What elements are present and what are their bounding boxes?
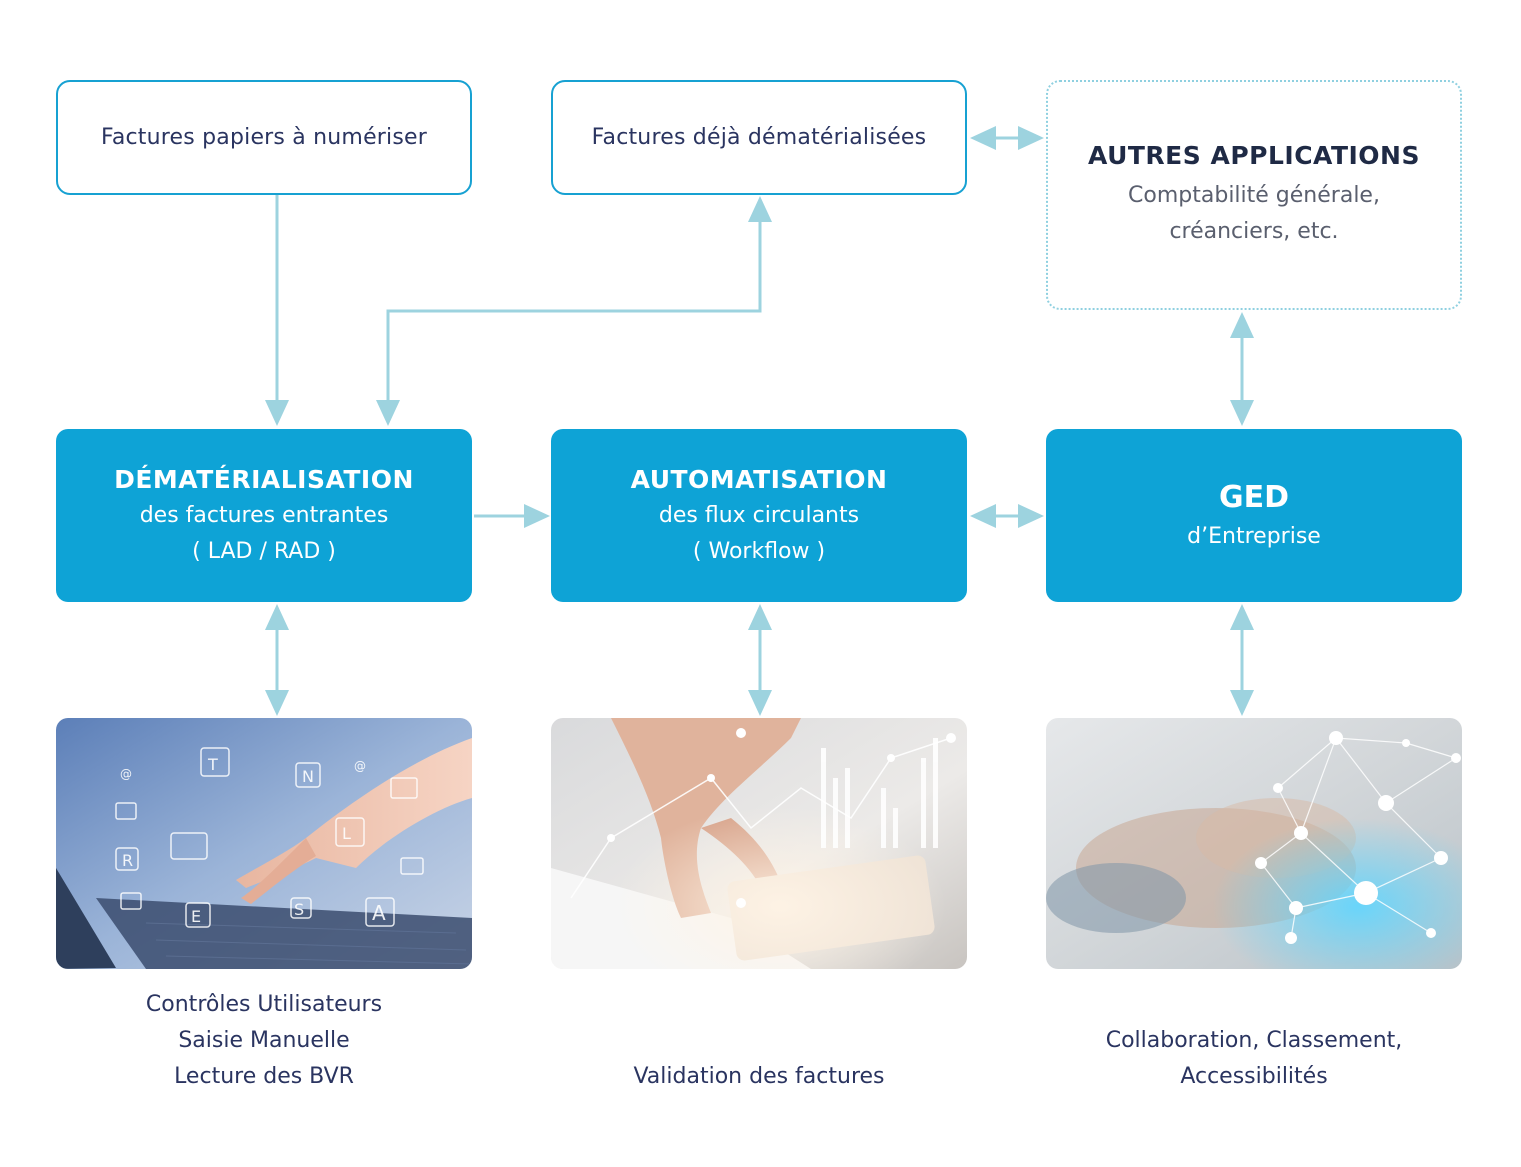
caption-middle-line1: Validation des factures [633,1064,885,1089]
arrow-demat-to-digital [386,222,762,402]
svg-text:A: A [372,901,386,925]
caption-right-line1: Collaboration, Classement, [1105,1028,1403,1053]
ged-box: GED d’Entreprise [1046,429,1462,602]
ged-line1: d’Entreprise [1187,523,1321,549]
caption-middle: Validation des factures [551,987,967,1095]
svg-text:E: E [191,907,201,926]
digital-invoices-box: Factures déjà dématérialisées [551,80,967,195]
ged-title: GED [1218,479,1290,515]
svg-text:N: N [302,767,314,786]
dematerialisation-title: DÉMATÉRIALISATION [114,464,414,494]
automatisation-line1: des flux circulants [658,502,860,528]
dematerialisation-line1: des factures entrantes [139,502,389,528]
dematerialisation-line2: ( LAD / RAD ) [192,538,336,564]
dematerialisation-box: DÉMATÉRIALISATION des factures entrantes… [56,429,472,602]
svg-text:T: T [207,755,218,774]
paper-invoices-box: Factures papiers à numériser [56,80,472,195]
svg-text:S: S [294,900,304,919]
caption-right-line2: Accessibilités [1180,1064,1328,1089]
network-collaboration-photo [1046,718,1462,969]
caption-left-line2: Saisie Manuelle [178,1028,350,1053]
paper-invoices-label: Factures papiers à numériser [100,125,428,150]
svg-text:@: @ [120,767,132,781]
svg-text:R: R [122,851,133,870]
tablet-workflow-photo [551,718,967,969]
other-applications-line1: Comptabilité générale, [1128,182,1380,208]
caption-left-line3: Lecture des BVR [174,1064,354,1089]
digital-invoices-label: Factures déjà dématérialisées [591,125,927,150]
other-applications-box: AUTRES APPLICATIONS Comptabilité général… [1046,80,1462,310]
automatisation-title: AUTOMATISATION [630,464,888,494]
automatisation-box: AUTOMATISATION des flux circulants ( Wor… [551,429,967,602]
caption-right: Collaboration, Classement, Accessibilité… [1046,987,1462,1095]
automatisation-line2: ( Workflow ) [692,538,826,564]
other-applications-title: AUTRES APPLICATIONS [1088,140,1420,170]
caption-left: Contrôles Utilisateurs Saisie Manuelle L… [56,987,472,1095]
laptop-typing-photo: T N R E L S A @ @ [56,718,472,969]
other-applications-line2: créanciers, etc. [1169,218,1339,244]
caption-left-line1: Contrôles Utilisateurs [145,992,383,1017]
svg-text:L: L [342,824,351,843]
svg-text:@: @ [354,759,366,773]
